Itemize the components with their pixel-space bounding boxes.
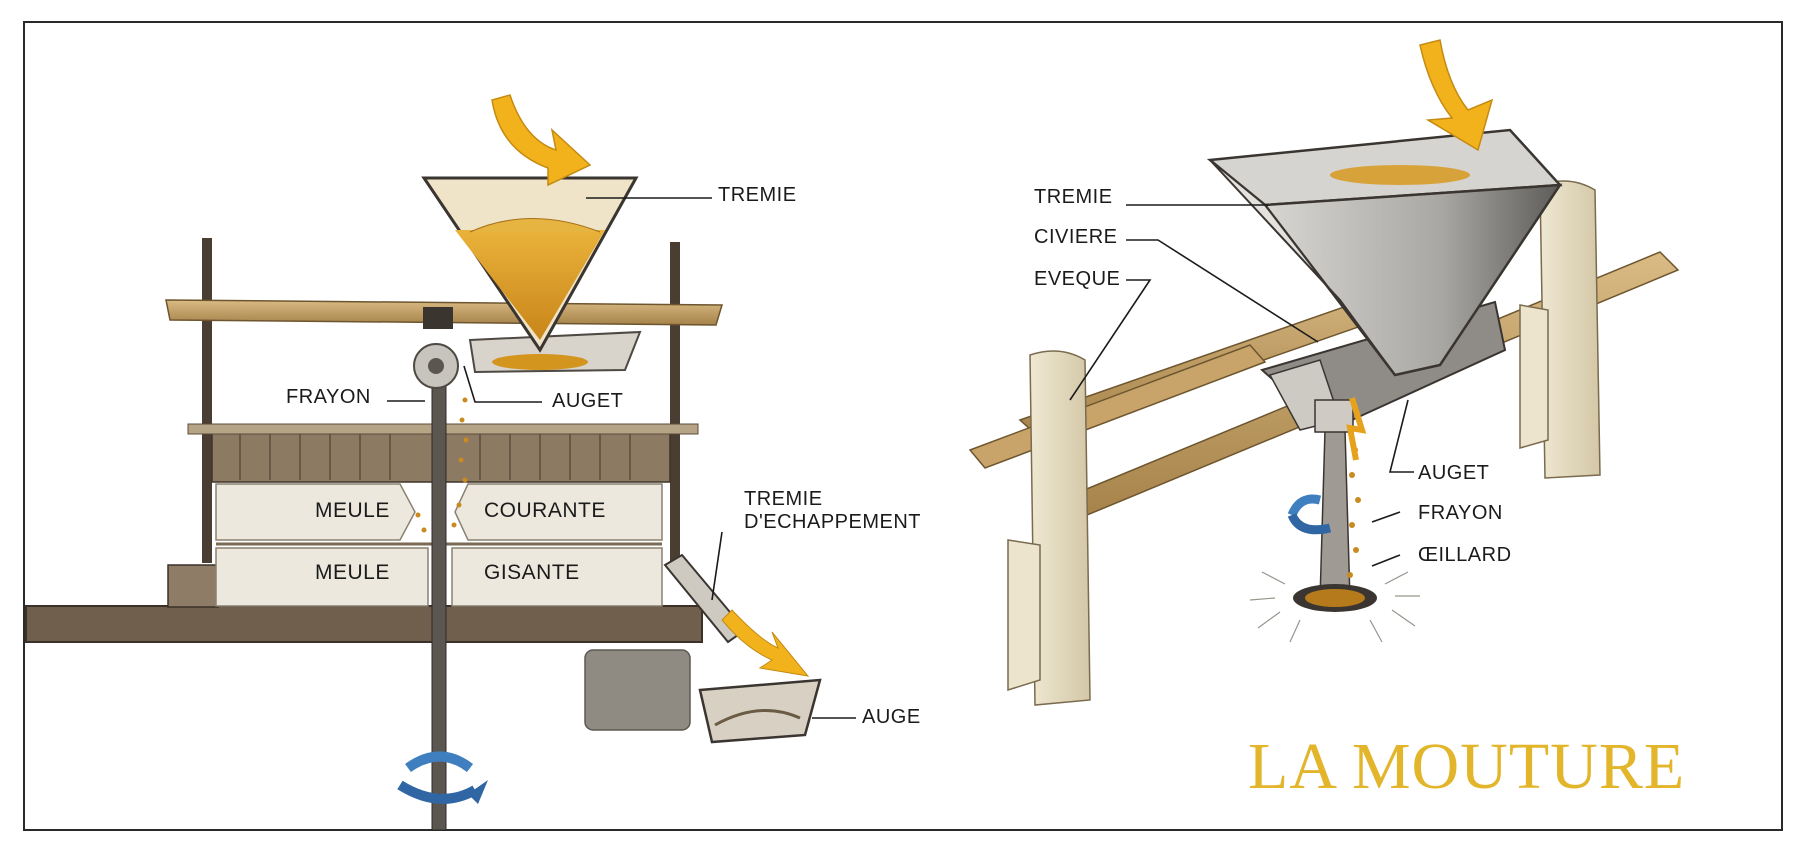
input-arrow-right	[1419, 39, 1494, 152]
label-civiere: CIVIERE	[1034, 226, 1118, 248]
label-tremie-left: TREMIE	[718, 184, 797, 206]
tremie-right	[1262, 183, 1563, 377]
label-auget-left: AUGET	[552, 390, 624, 412]
label-meule-courante: MEULE	[315, 499, 390, 522]
label-auget-right: AUGET	[1418, 462, 1490, 484]
right-post	[670, 242, 680, 564]
right-diagram	[968, 39, 1680, 706]
page-title: LA MOUTURE	[1248, 730, 1686, 803]
label-frayon-right: FRAYON	[1418, 502, 1503, 524]
label-tremie-echappement-line2: D'ECHAPPEMENT	[744, 511, 922, 533]
meule-courante-left-half	[215, 483, 416, 541]
meule-gisante-left-half	[215, 547, 429, 607]
rotation-arrow-left	[405, 751, 474, 773]
meule-courante-right-half	[454, 483, 663, 541]
label-meule-gisante: MEULE	[315, 561, 390, 584]
label-oeillard: ŒILLARD	[1418, 544, 1512, 566]
input-arrow-left	[491, 94, 592, 187]
label-frayon-left: FRAYON	[286, 386, 371, 408]
eveque-post	[1029, 350, 1091, 706]
left-post	[202, 238, 212, 563]
meule-gisante-right-half	[451, 547, 663, 607]
label-courante: COURANTE	[484, 499, 606, 522]
output-arrow	[721, 609, 810, 677]
label-eveque: EVEQUE	[1034, 268, 1121, 290]
label-tremie-echappement-line1: TREMIE	[744, 488, 823, 510]
left-diagram	[25, 94, 856, 831]
label-gisante: GISANTE	[484, 561, 580, 584]
label-tremie-right: TREMIE	[1034, 186, 1113, 208]
frayon-right	[1319, 429, 1351, 601]
rotation-arrow-right	[1287, 494, 1322, 517]
floor-beam	[25, 605, 703, 643]
label-auge: AUGE	[862, 706, 921, 728]
frame-border	[23, 21, 1783, 831]
